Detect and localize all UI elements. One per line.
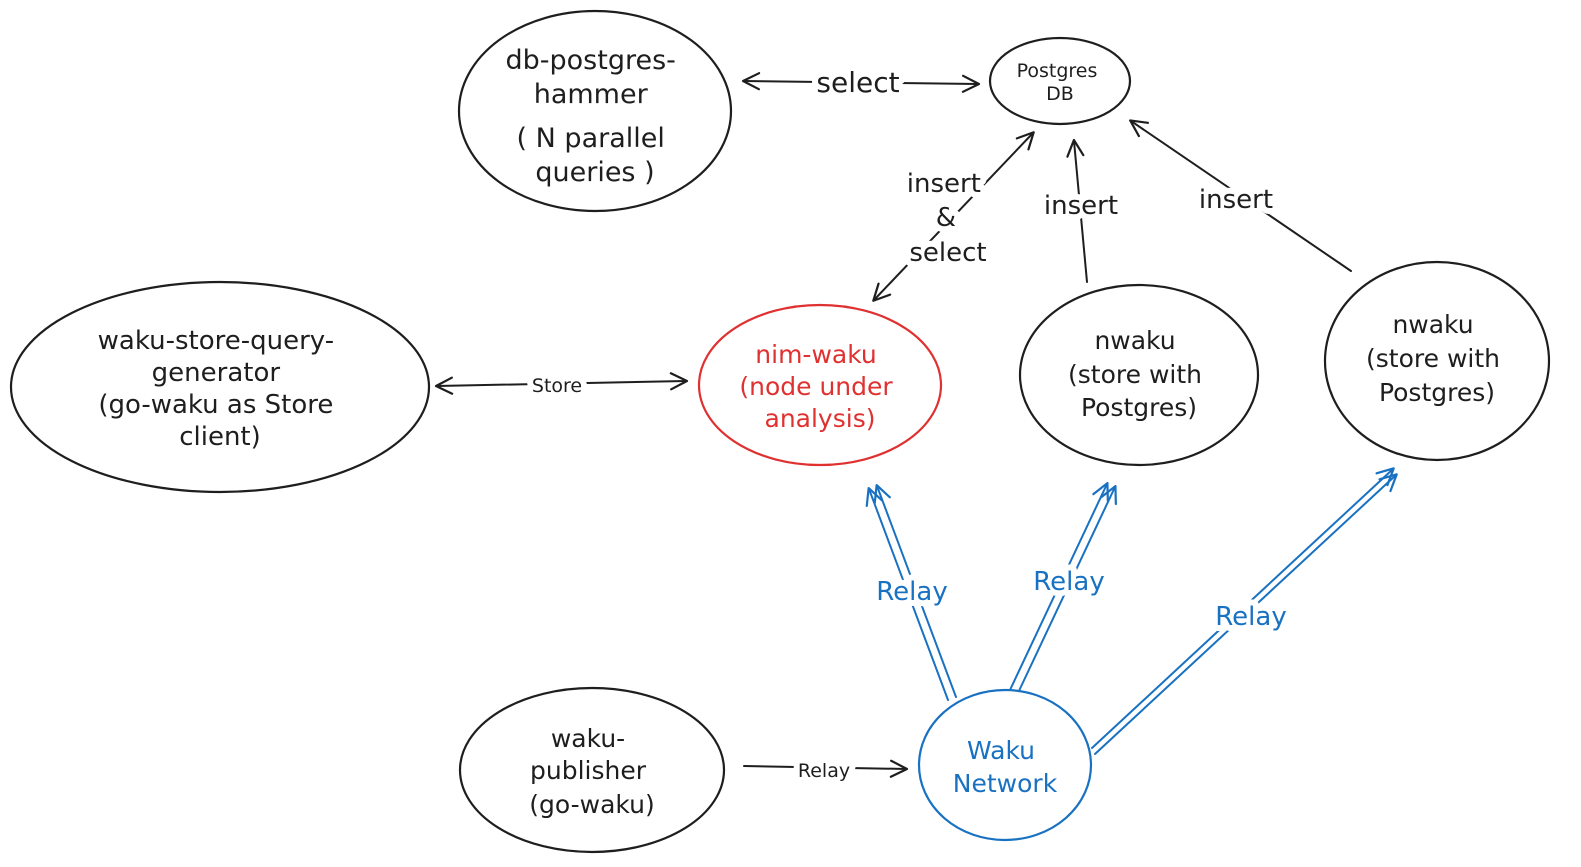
node-label-line: nwaku (1094, 326, 1175, 355)
node-db-postgres-hammer-shape (457, 9, 733, 213)
edge-store (434, 372, 689, 395)
node-label-line: generator (152, 358, 281, 388)
node-label-line: Postgres (1017, 60, 1098, 82)
edge-label-line: & (936, 203, 956, 233)
node-label-line: Network (953, 769, 1058, 798)
edge-select-label: select (816, 66, 899, 99)
edge-store-label: Store (532, 375, 582, 397)
edge-relay-to-nwaku-right-stroke2 (1094, 473, 1398, 755)
node-nim-waku-label: nim-waku (node under analysis) (739, 340, 900, 433)
node-label-line: DB (1046, 83, 1074, 105)
edge-relay-to-nim-waku (865, 486, 949, 701)
edge-relay-to-nwaku-mid-stroke2 (1017, 484, 1117, 694)
node-waku-publisher: waku- publisher (go-waku) (458, 686, 726, 854)
node-label-line: (node under (739, 372, 893, 401)
node-label-line: Waku (967, 736, 1035, 765)
node-nwaku-store-right: nwaku (store with Postgres) (1323, 260, 1551, 462)
node-label-line: nim-waku (755, 340, 876, 369)
edge-relay-to-nwaku-mid (1009, 481, 1109, 691)
node-nwaku-store-mid: nwaku (store with Postgres) (1018, 283, 1260, 467)
edge-relay-to-nim-waku-stroke2 (873, 483, 957, 698)
edge-label-line: select (909, 238, 986, 268)
node-db-postgres-hammer-label: db-postgres- hammer ( N parallel queries… (506, 45, 685, 188)
node-label-line: client) (179, 422, 261, 452)
edge-insert-and-select (872, 131, 1035, 302)
node-waku-network-label: Waku Network (953, 736, 1058, 798)
node-nwaku-store-mid-shape (1018, 283, 1260, 467)
edge-relay-publish-label: Relay (798, 760, 850, 782)
node-waku-publisher-label: waku- publisher (go-waku) (529, 724, 654, 819)
edge-relay-publish (743, 759, 909, 778)
edge-insert-mid-label: insert (1044, 191, 1118, 221)
edge-insert-mid (1066, 138, 1088, 283)
node-postgres-db-shape (988, 36, 1132, 126)
edge-label-line: insert (907, 169, 981, 199)
node-waku-store-query-generator: waku-store-query- generator (go-waku as … (9, 280, 431, 494)
node-postgres-db-label: Postgres DB (1017, 60, 1104, 105)
node-waku-network-shape (917, 688, 1093, 842)
node-label-line: (go-waku as Store (98, 390, 333, 420)
node-postgres-db: Postgres DB (988, 36, 1132, 126)
edge-relay-to-nwaku-mid-label: Relay (1033, 567, 1104, 597)
node-waku-store-query-generator-label: waku-store-query- generator (go-waku as … (98, 326, 343, 452)
node-nwaku-store-right-label: nwaku (store with Postgres) (1366, 310, 1508, 407)
node-nwaku-store-mid-label: nwaku (store with Postgres) (1068, 326, 1210, 422)
edge-select (741, 72, 981, 93)
node-label-line: queries ) (535, 157, 654, 188)
node-nwaku-store-right-shape (1323, 260, 1551, 462)
node-label-line: db-postgres- (506, 45, 676, 76)
node-waku-store-query-generator-shape (9, 280, 431, 494)
node-label-line: (store with (1366, 344, 1500, 373)
node-label-line: (go-waku) (529, 790, 654, 819)
edge-relay-to-nwaku-right (1091, 467, 1395, 749)
node-label-line: publisher (530, 756, 647, 785)
edge-insert-right-label: insert (1199, 185, 1273, 215)
node-waku-network: Waku Network (917, 688, 1093, 842)
node-waku-publisher-shape (458, 686, 726, 854)
node-db-postgres-hammer: db-postgres- hammer ( N parallel queries… (457, 9, 733, 213)
node-label-line: hammer (534, 79, 649, 110)
edge-insert-and-select-label: insert & select (907, 169, 989, 268)
node-label-line: waku-store-query- (98, 326, 334, 356)
node-label-line: waku- (551, 724, 625, 753)
node-label-line: ( N parallel (517, 123, 665, 154)
node-label-line: Postgres) (1379, 378, 1495, 407)
node-label-line: analysis) (765, 404, 876, 433)
node-label-line: nwaku (1392, 310, 1473, 339)
node-nim-waku-shape (697, 303, 943, 467)
node-label-line: Postgres) (1081, 393, 1197, 422)
edge-insert-right (1129, 119, 1352, 272)
edge-relay-to-nwaku-right-label: Relay (1215, 602, 1286, 632)
node-nim-waku: nim-waku (node under analysis) (697, 303, 943, 467)
node-label-line: (store with (1068, 360, 1202, 389)
edge-relay-to-nim-waku-label: Relay (876, 577, 947, 607)
